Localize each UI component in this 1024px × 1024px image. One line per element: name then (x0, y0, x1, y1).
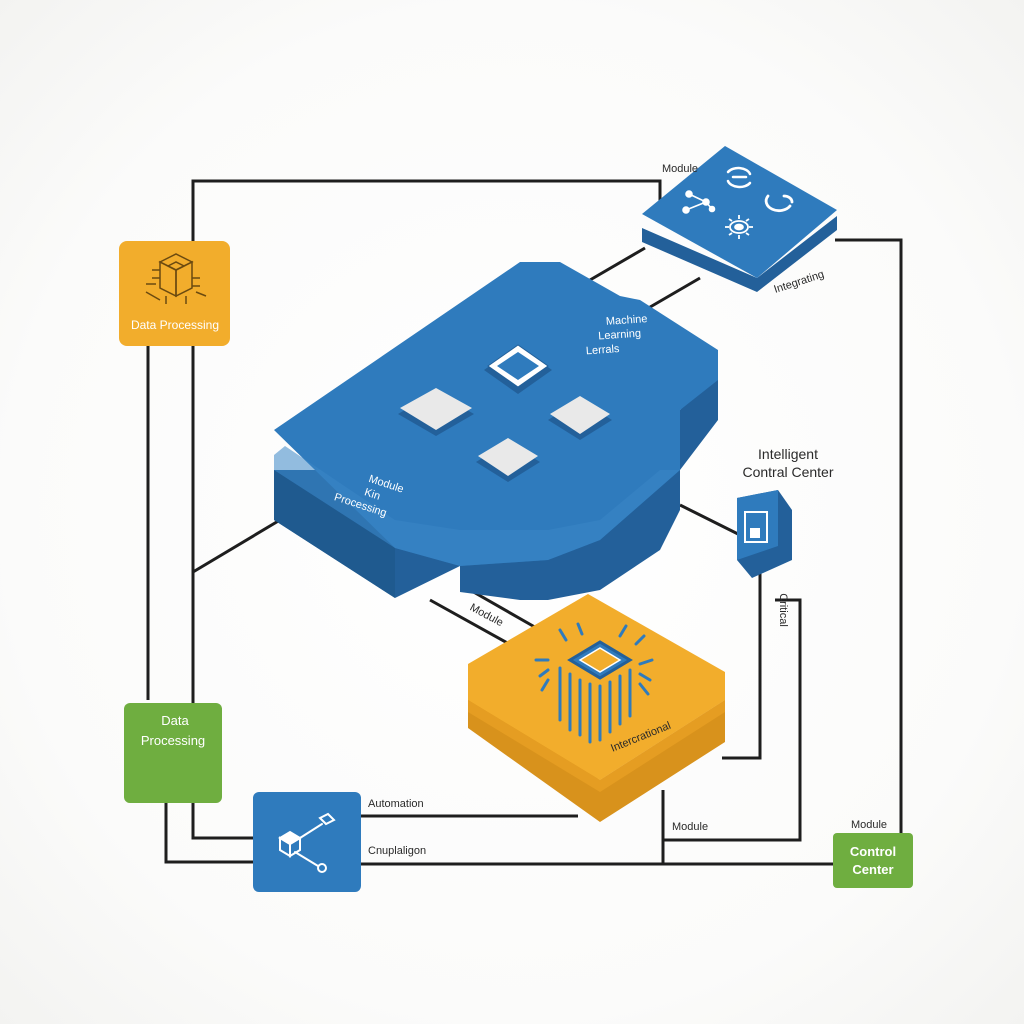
edge-label-critical: Critical (777, 593, 789, 627)
module-top-face (642, 146, 837, 278)
processor-icon (534, 622, 654, 744)
intelligent-center-label-line1: Intelligent (758, 446, 818, 462)
central-platform-node[interactable]: Machine Learning Lerrals Module Kin Proc… (274, 262, 718, 600)
connector-platform-left (192, 518, 281, 574)
data-processing-green-box (124, 703, 222, 803)
data-processing-orange-box (119, 241, 230, 346)
connector-platform-device (679, 503, 741, 537)
data-processing-green-label-line1: Data (161, 713, 189, 728)
edge-label-module-control: Module (851, 819, 887, 831)
module-top-node[interactable]: Module (642, 146, 837, 292)
network-nodes-icon (682, 190, 716, 214)
connector-top-left (191, 179, 662, 572)
control-center-node[interactable]: Control Center (833, 833, 913, 888)
control-center-label-line2: Center (852, 862, 893, 877)
connector-module-right (835, 238, 903, 833)
connector-platform-processor-2 (469, 588, 541, 632)
tile-top (484, 344, 552, 394)
platform-top-label-line2: Learning (598, 328, 642, 343)
processor-block-face (468, 594, 725, 780)
connector-module-platform-1 (589, 246, 646, 282)
cycle-icon (764, 194, 794, 213)
data-processing-green-label-line2: Processing (141, 733, 205, 748)
control-center-label-line1: Control (850, 844, 896, 859)
data-processing-green-node[interactable]: Data Processing (124, 703, 222, 803)
connector-green-bottom-2 (164, 800, 253, 864)
processor-block-node[interactable]: Intercrational (468, 594, 725, 822)
connector-critical (663, 598, 802, 842)
central-platform-face (274, 262, 718, 566)
central-platform-ledge (274, 446, 680, 566)
module-top-side (642, 216, 837, 292)
intelligent-center-label-line2: Contral Center (742, 464, 833, 480)
platform-bottom-label-line2: Kin (363, 486, 382, 502)
link-nodes-icon (278, 812, 336, 873)
data-processing-orange-label: Data Processing (131, 318, 219, 332)
module-top-label: Module (662, 163, 698, 175)
connector-box (253, 792, 361, 892)
processor-block-side (468, 688, 725, 822)
sync-icon (726, 166, 752, 189)
device-icon (737, 490, 792, 578)
connector-green-bottom-1 (191, 572, 253, 840)
data-processing-orange-node[interactable]: Data Processing (119, 241, 230, 346)
tile-left (398, 388, 474, 436)
connector-module-platform-2 (644, 276, 701, 312)
platform-top-label-line3: Lerrals (585, 343, 620, 357)
platform-top-label: Machine Learning Lerrals (585, 313, 647, 357)
connector-platform-processor-1 (429, 598, 521, 652)
edge-label-automation: Automation (368, 798, 424, 810)
control-center-box (833, 833, 913, 888)
connector-box-node[interactable] (253, 792, 361, 892)
platform-top-label-line1: Machine (605, 313, 647, 328)
gear-icon (725, 215, 753, 239)
chip-cube-icon (145, 253, 207, 304)
connector-lines (146, 179, 903, 866)
intelligent-center-node[interactable]: Intelligent Contral Center (737, 446, 834, 578)
edge-label-configuration: Cnuplaligon (368, 845, 426, 857)
connector-device-processor (722, 565, 762, 760)
edge-label-module-bottom: Module (672, 821, 708, 833)
tile-right (548, 396, 612, 440)
tile-bottom (476, 438, 540, 482)
central-platform-side-left (274, 430, 395, 598)
